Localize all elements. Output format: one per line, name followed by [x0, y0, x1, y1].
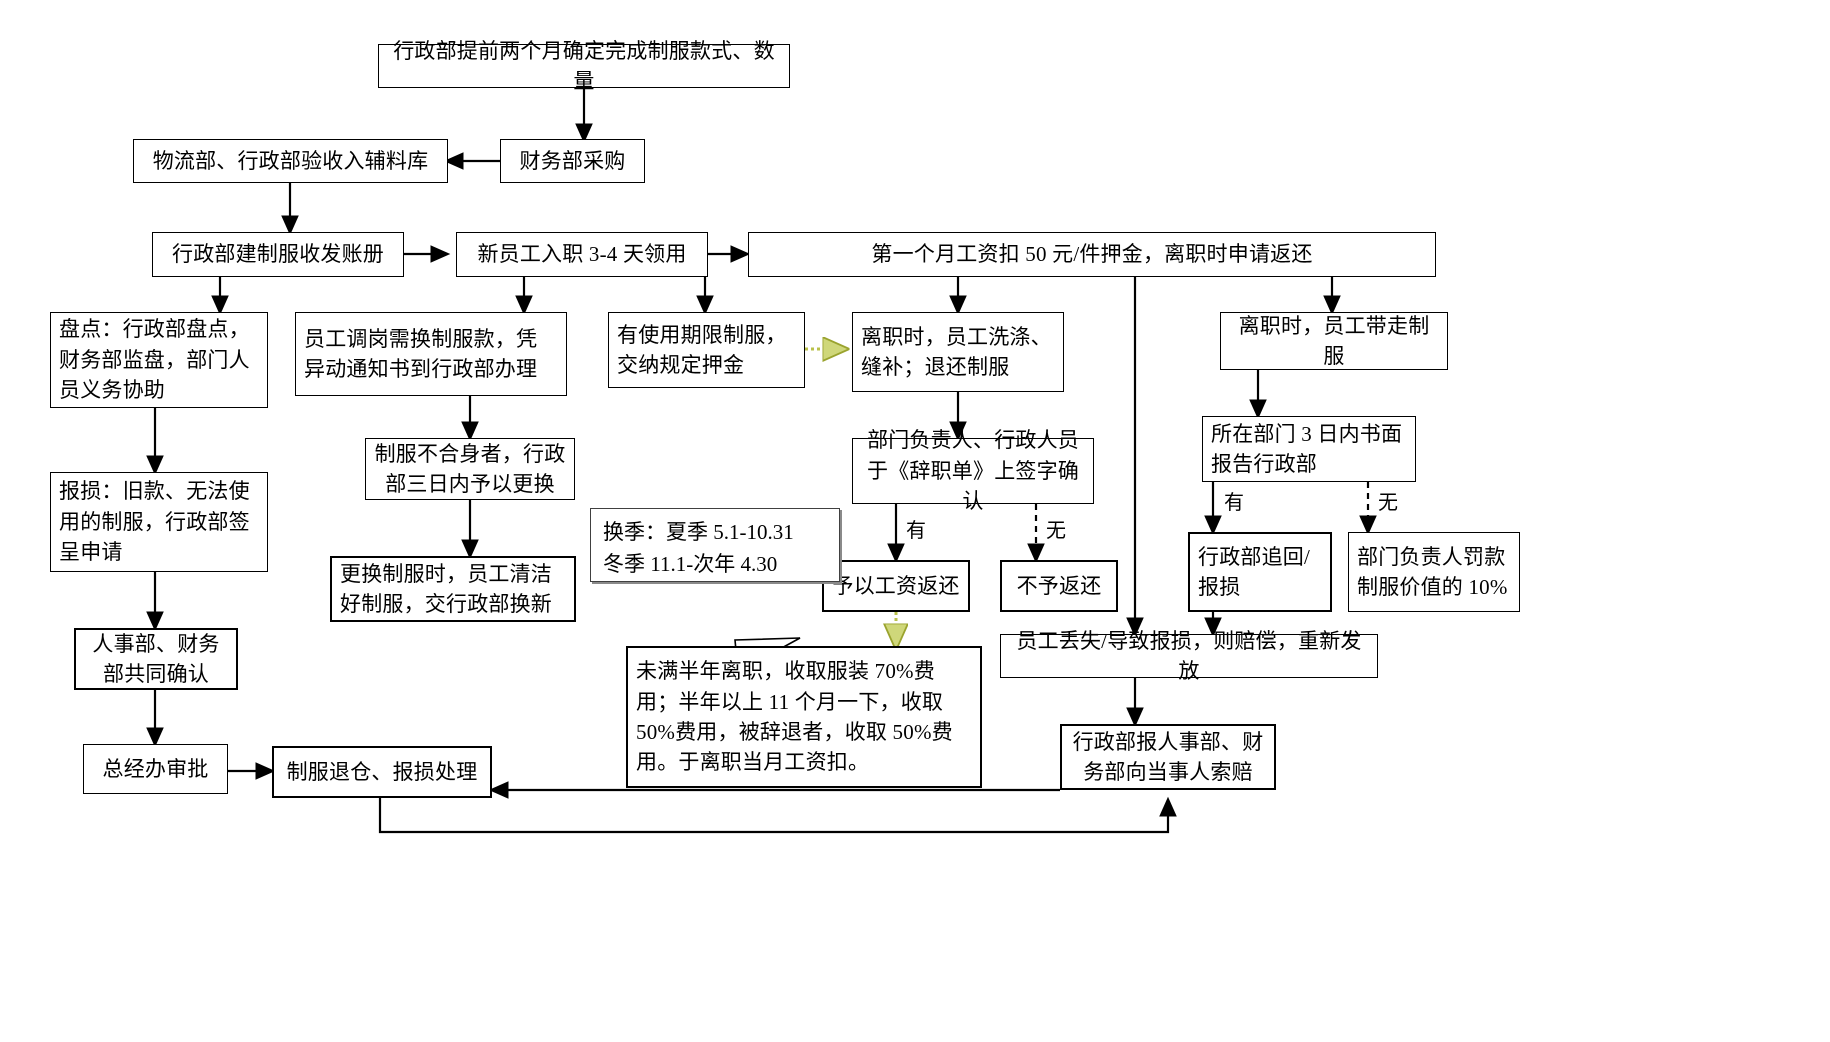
node-n7-label: 盘点：行政部盘点，财务部监盘，部门人员义务协助 — [59, 317, 250, 403]
node-n14-label: 部门负责人、行政人员于《辞职单》上签字确认 — [867, 428, 1079, 514]
node-n1[interactable]: 行政部提前两个月确定完成制服款式、数量 — [378, 39, 790, 93]
node-n10-label: 离职时，员工洗涤、缝补；退还制服 — [861, 324, 1052, 379]
node-n14[interactable]: 部门负责人、行政人员于《辞职单》上签字确认 — [852, 428, 1094, 513]
node-n17-label: 更换制服时，员工清洁好制服，交行政部换新 — [340, 561, 552, 616]
node-n22-label: 总经办审批 — [102, 756, 209, 781]
node-n20-label: 行政部追回/报损 — [1198, 544, 1311, 599]
node-n2-label: 财务部采购 — [519, 148, 626, 173]
node-n23[interactable]: 制服退仓、报损处理 — [272, 746, 492, 798]
node-n6[interactable]: 第一个月工资扣 50 元/件押金，离职时申请返还 — [748, 232, 1436, 277]
node-n25[interactable]: 未满半年离职，收取服装 70%费用；半年以上 11 个月一下，收取 50%费用，… — [626, 646, 982, 788]
node-n9[interactable]: 有使用期限制服，交纳规定押金 — [608, 312, 805, 388]
node-n19[interactable]: 不予返还 — [1000, 560, 1118, 612]
node-n21-label: 部门负责人罚款制服价值的 10% — [1357, 544, 1508, 599]
node-n17[interactable]: 更换制服时，员工清洁好制服，交行政部换新 — [330, 556, 576, 622]
node-n5-label: 新员工入职 3-4 天领用 — [477, 242, 687, 267]
node-n10[interactable]: 离职时，员工洗涤、缝补；退还制服 — [852, 312, 1064, 392]
edge-label-wu-2: 无 — [1378, 492, 1398, 514]
edge-n23-loop-n26 — [378, 796, 1177, 834]
node-n4[interactable]: 行政部建制服收发账册 — [152, 232, 404, 277]
node-n4-label: 行政部建制服收发账册 — [172, 242, 384, 267]
node-n22[interactable]: 总经办审批 — [83, 744, 228, 794]
node-n6-label: 第一个月工资扣 50 元/件押金，离职时申请返还 — [871, 242, 1313, 267]
node-n13[interactable]: 制服不合身者，行政部三日内予以更换 — [365, 438, 575, 500]
callout-line-2: 冬季 11.1-次年 4.30 — [603, 551, 778, 576]
node-n5[interactable]: 新员工入职 3-4 天领用 — [456, 232, 708, 277]
node-n18-label: 予以工资返还 — [832, 573, 960, 598]
node-n3-label: 物流部、行政部验收入辅料库 — [152, 148, 429, 173]
node-n26-label: 行政部报人事部、财务部向当事人索赔 — [1072, 729, 1264, 784]
callout-line-1: 换季：夏季 5.1-10.31 — [603, 520, 794, 544]
node-n25-label: 未满半年离职，收取服装 70%费用；半年以上 11 个月一下，收取 50%费用，… — [636, 659, 953, 775]
node-n16[interactable]: 人事部、财务部共同确认 — [74, 628, 238, 690]
node-n18[interactable]: 予以工资返还 — [822, 560, 970, 612]
edge-label-wu-1: 无 — [1046, 520, 1066, 542]
node-n26[interactable]: 行政部报人事部、财务部向当事人索赔 — [1060, 724, 1276, 790]
node-n23-label: 制服退仓、报损处理 — [286, 759, 478, 784]
node-n24-label: 员工丢失/导致报损，则赔偿，重新发放 — [1016, 628, 1362, 683]
node-n11[interactable]: 离职时，员工带走制服 — [1220, 312, 1448, 370]
node-n8[interactable]: 员工调岗需换制服款，凭异动通知书到行政部办理 — [295, 312, 567, 396]
node-n16-label: 人事部、财务部共同确认 — [92, 631, 220, 686]
node-n7[interactable]: 盘点：行政部盘点，财务部监盘，部门人员义务协助 — [50, 312, 268, 408]
node-n3[interactable]: 物流部、行政部验收入辅料库 — [133, 139, 448, 183]
node-n11-label: 离职时，员工带走制服 — [1238, 313, 1430, 368]
node-n20[interactable]: 行政部追回/报损 — [1188, 532, 1332, 612]
node-n12-label: 报损：旧款、无法使用的制服，行政部签呈申请 — [59, 479, 250, 565]
node-n13-label: 制服不合身者，行政部三日内予以更换 — [374, 441, 566, 496]
node-n15-label: 所在部门 3 日内书面报告行政部 — [1211, 421, 1403, 476]
callout-season-change[interactable]: 换季：夏季 5.1-10.31 冬季 11.1-次年 4.30 — [590, 508, 840, 582]
node-n19-label: 不予返还 — [1016, 573, 1102, 598]
node-n12[interactable]: 报损：旧款、无法使用的制服，行政部签呈申请 — [50, 472, 268, 572]
node-n15[interactable]: 所在部门 3 日内书面报告行政部 — [1202, 416, 1416, 482]
node-n1-label: 行政部提前两个月确定完成制服款式、数量 — [393, 38, 775, 93]
edge-label-you-1: 有 — [906, 520, 926, 542]
node-n9-label: 有使用期限制服，交纳规定押金 — [617, 322, 787, 377]
node-n21[interactable]: 部门负责人罚款制服价值的 10% — [1348, 532, 1520, 612]
edge-label-you-2: 有 — [1224, 492, 1244, 514]
node-n24[interactable]: 员工丢失/导致报损，则赔偿，重新发放 — [1000, 629, 1378, 683]
node-n8-label: 员工调岗需换制服款，凭异动通知书到行政部办理 — [304, 326, 538, 381]
node-n2[interactable]: 财务部采购 — [500, 139, 645, 183]
